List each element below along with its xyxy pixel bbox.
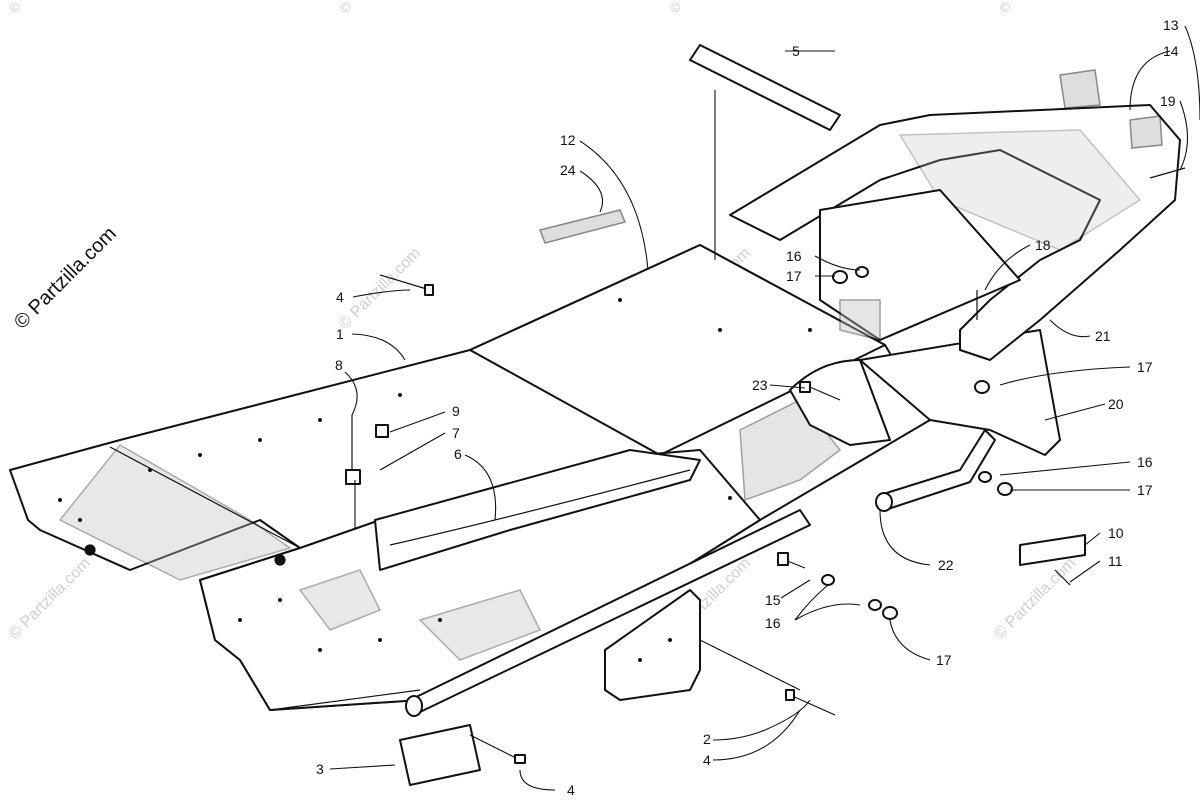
side-rail — [374, 449, 701, 571]
rod — [405, 509, 811, 717]
watermark-repeat-6: © Partzilla.com — [991, 555, 1079, 643]
decal-13 — [1059, 69, 1101, 109]
rear-bracket — [859, 329, 1061, 456]
tunnel-body — [9, 244, 931, 711]
plate — [399, 724, 481, 786]
callout-3: 3 — [316, 761, 324, 777]
watermark-copyright-top-4: © — [10, 0, 21, 15]
watermark-copyright-top-2: © — [670, 0, 681, 15]
callout-22: 22 — [938, 557, 954, 573]
callout-18: 18 — [1035, 237, 1051, 253]
mount-plate — [789, 359, 891, 446]
callout-6: 6 — [454, 446, 462, 462]
callout-11: 11 — [1108, 553, 1123, 569]
callout-8: 8 — [335, 357, 343, 373]
leader-lines — [329, 25, 1200, 791]
callout-16-top: 16 — [786, 248, 802, 264]
callout-1: 1 — [336, 326, 344, 342]
callout-5: 5 — [792, 43, 800, 59]
watermark-repeat-1: © Partzilla.com — [336, 245, 424, 333]
watermark-main: © Partzilla.com — [10, 223, 121, 334]
fasteners — [345, 167, 1186, 764]
callout-7: 7 — [452, 425, 460, 441]
callout-4-bottom: 4 — [567, 782, 575, 798]
callout-21: 21 — [1095, 328, 1111, 344]
callout-10: 10 — [1108, 525, 1124, 541]
watermark-repeat-3: © Partzilla.com — [6, 555, 94, 643]
callout-23: 23 — [752, 377, 768, 393]
decal-strip — [689, 44, 841, 131]
callout-4-top: 4 — [336, 289, 344, 305]
callout-12: 12 — [560, 132, 576, 148]
callout-17-right-upper: 17 — [1137, 359, 1153, 375]
callout-2: 2 — [703, 731, 711, 747]
decal-10 — [1019, 534, 1086, 566]
rear-frame — [729, 104, 1181, 361]
callout-13: 13 — [1163, 17, 1179, 33]
decal-14 — [1129, 115, 1163, 149]
callout-14: 14 — [1163, 43, 1179, 59]
watermark-copyright-top-3: © — [1000, 0, 1011, 15]
handle-bar — [875, 429, 996, 512]
lower-bracket — [604, 589, 701, 701]
callout-17-top: 17 — [786, 268, 802, 284]
decal-24 — [538, 209, 627, 244]
callout-15: 15 — [765, 592, 781, 608]
callout-19-real: 19 — [1160, 93, 1176, 109]
callout-4-bottom-right: 4 — [703, 752, 711, 768]
callout-17-bottom: 17 — [936, 652, 952, 668]
callout-17-right-lower: 17 — [1137, 482, 1153, 498]
watermark-copyright-top-1: © — [340, 0, 351, 15]
callout-20: 20 — [1108, 396, 1124, 412]
callout-9: 9 — [452, 403, 460, 419]
callout-16-bottom: 16 — [765, 615, 781, 631]
callout-16-right: 16 — [1137, 454, 1153, 470]
callout-24: 24 — [560, 162, 576, 178]
